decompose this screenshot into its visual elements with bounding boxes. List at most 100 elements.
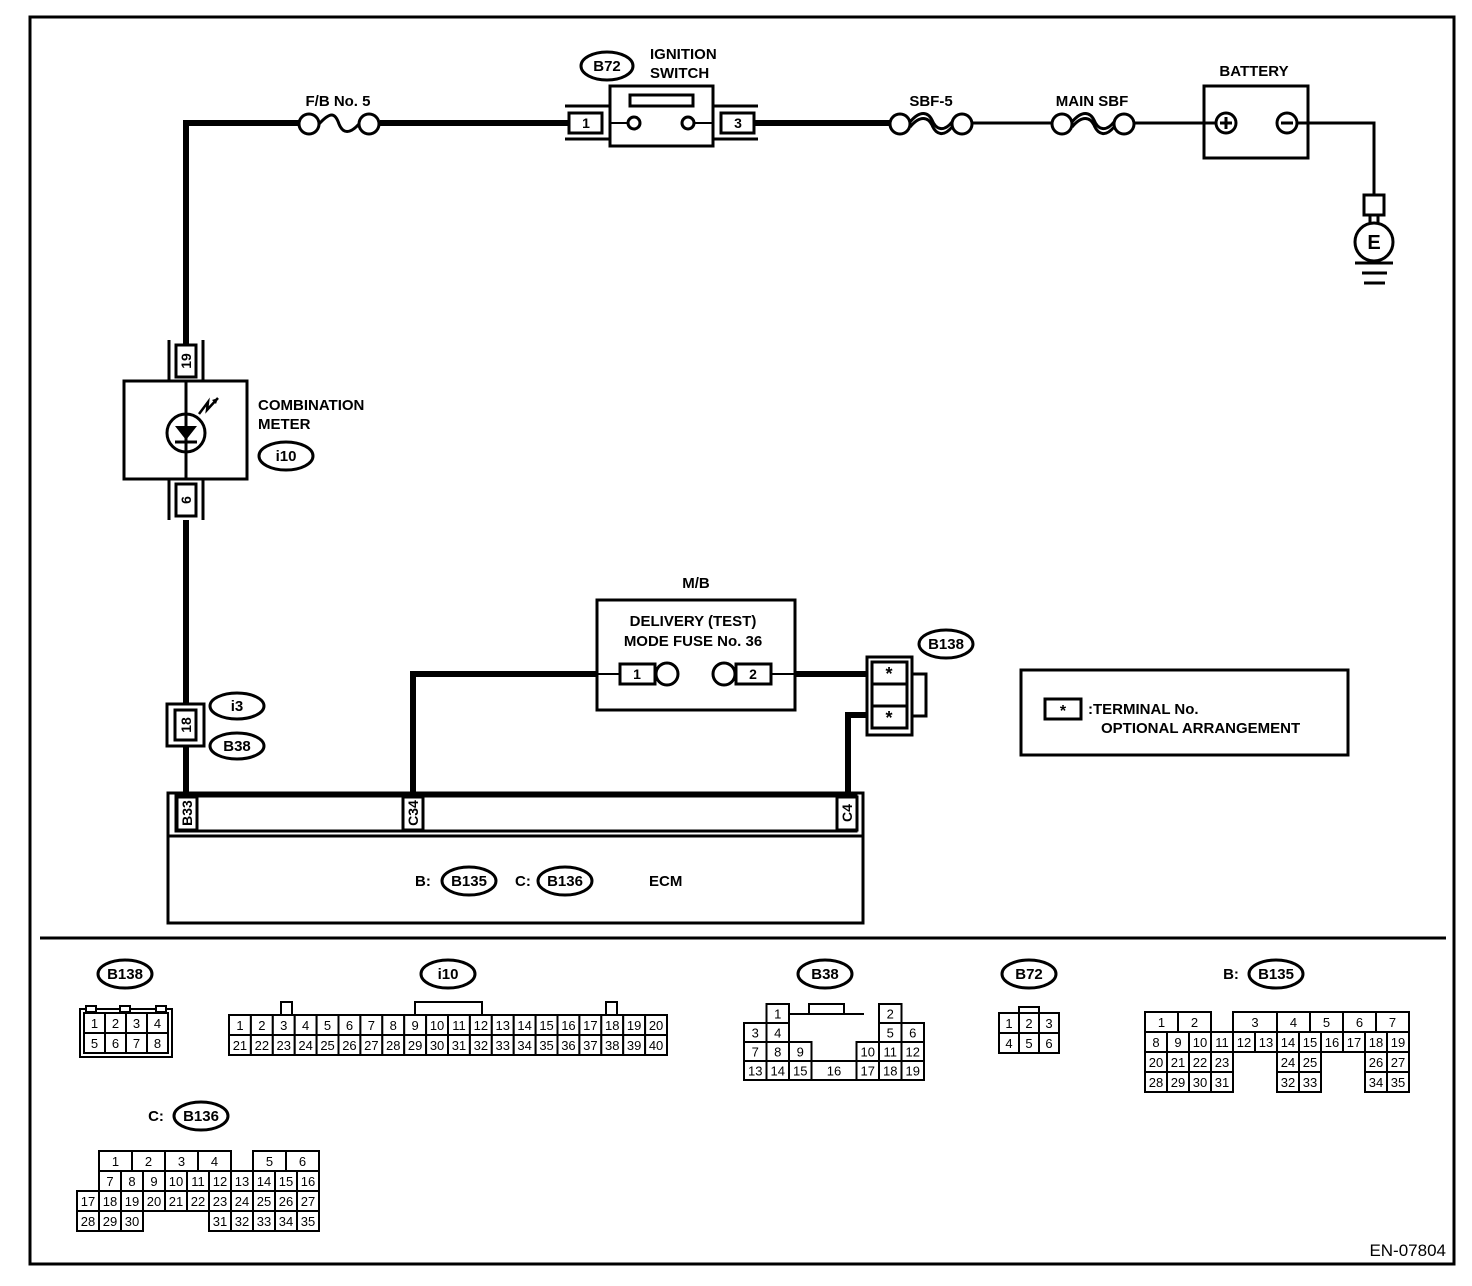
pin-number: 4 xyxy=(154,1016,161,1031)
legend-text: :TERMINAL No. xyxy=(1088,701,1199,718)
pin-number: 21 xyxy=(1171,1055,1185,1070)
connector-id: B138 xyxy=(928,636,964,653)
pin-number: 14 xyxy=(771,1064,785,1079)
pin-number: 18 xyxy=(605,1018,619,1033)
pin-number: 1 xyxy=(1158,1015,1165,1030)
connector-id: i10 xyxy=(276,448,297,465)
pin-cell xyxy=(146,1032,169,1054)
pin-number: 16 xyxy=(561,1018,575,1033)
pin-number: 13 xyxy=(1259,1035,1273,1050)
pin-number: 29 xyxy=(103,1214,117,1229)
pin-cell xyxy=(296,1210,320,1232)
pin-number: 25 xyxy=(1303,1055,1317,1070)
legend: * :TERMINAL No. OPTIONAL ARRANGEMENT xyxy=(1019,668,1350,757)
main-fuse-box: M/B DELIVERY (TEST) MODE FUSE No. 36 1 2 xyxy=(595,575,797,712)
pin-number: 35 xyxy=(1391,1075,1405,1090)
pin-number: 31 xyxy=(452,1038,466,1053)
ecm-connector-strip xyxy=(174,794,858,833)
pin-number: 22 xyxy=(1193,1055,1207,1070)
pin-number: 11 xyxy=(452,1018,466,1033)
pin-number: 9 xyxy=(412,1018,419,1033)
pin-number: 38 xyxy=(605,1038,619,1053)
pin-number: 17 xyxy=(583,1018,597,1033)
pin-number: 39 xyxy=(627,1038,641,1053)
pin-number: 5 xyxy=(266,1154,273,1169)
pin-box xyxy=(567,111,604,135)
pin-number: 16 xyxy=(301,1174,315,1189)
connector-badge xyxy=(1247,958,1305,990)
wire-battery-to-ground xyxy=(1298,121,1376,196)
wire-meter-to-fb5 xyxy=(183,120,300,345)
pin-number: 34 xyxy=(1369,1075,1383,1090)
fuse-icon xyxy=(908,112,954,130)
pin-number: 5 xyxy=(1025,1036,1032,1051)
pin-number: 3 xyxy=(734,115,742,131)
connector-badge xyxy=(440,865,498,897)
pin-number: 37 xyxy=(583,1038,597,1053)
pin-number: 23 xyxy=(277,1038,291,1053)
pin-number: 34 xyxy=(279,1214,293,1229)
wire-b138-to-ecm xyxy=(845,712,870,796)
pin-number: 16 xyxy=(1325,1035,1339,1050)
connector-badge xyxy=(172,1100,230,1132)
pin-box xyxy=(719,111,756,135)
connector-badge xyxy=(419,958,477,990)
pin-cell xyxy=(644,1034,668,1056)
pin-number: 6 xyxy=(346,1018,353,1033)
mb-body xyxy=(595,598,797,712)
pin-box xyxy=(174,482,198,518)
fuse-main-sbf: MAIN SBF xyxy=(1050,93,1136,136)
ecm-pin: C34 xyxy=(405,800,421,826)
pin-number: 2 xyxy=(1191,1015,1198,1030)
pin-number: 18 xyxy=(103,1194,117,1209)
pin-number: 15 xyxy=(793,1064,807,1079)
pin-number: 27 xyxy=(364,1038,378,1053)
fuse-sbf5: SBF-5 xyxy=(888,93,974,136)
pin-number: 33 xyxy=(496,1038,510,1053)
pin-number: 6 xyxy=(1356,1015,1363,1030)
pin-number: 32 xyxy=(1281,1075,1295,1090)
pin-number: 14 xyxy=(1281,1035,1295,1050)
diagram-code: EN-07804 xyxy=(1369,1241,1446,1260)
mb-label: M/B xyxy=(682,575,710,592)
pin-number: 3 xyxy=(280,1018,287,1033)
connector-prefix: B: xyxy=(1223,966,1239,983)
pin-number: 24 xyxy=(298,1038,312,1053)
ecm-pin: C4 xyxy=(839,804,855,822)
battery-label: BATTERY xyxy=(1219,63,1288,80)
legend-symbol: * xyxy=(1060,703,1067,720)
pin-number: 12 xyxy=(213,1174,227,1189)
pin-number: 18 xyxy=(178,717,194,733)
connector-badge xyxy=(1000,958,1058,990)
pin-number: 15 xyxy=(539,1018,553,1033)
pin-number: 9 xyxy=(150,1174,157,1189)
legend-symbol-box xyxy=(1043,697,1083,721)
connector-id: B72 xyxy=(1015,966,1043,983)
pin-number: 7 xyxy=(106,1174,113,1189)
pin-number: 35 xyxy=(539,1038,553,1053)
component-label: IGNITION xyxy=(650,46,717,63)
pin-number: 5 xyxy=(324,1018,331,1033)
ecm: B33 C34 C4 B: B135 C: B136 ECM xyxy=(166,791,865,925)
pin-number: 13 xyxy=(748,1064,762,1079)
pin-number: 18 xyxy=(1369,1035,1383,1050)
pin-number: 4 xyxy=(302,1018,309,1033)
pin-number: 26 xyxy=(1369,1055,1383,1070)
pin-number: 3 xyxy=(1045,1016,1052,1031)
pin-number: 28 xyxy=(386,1038,400,1053)
fuse-label: MODE FUSE No. 36 xyxy=(624,633,762,650)
wire-ecm-to-mb xyxy=(410,671,598,796)
ignition-switch: B72 IGNITION SWITCH 1 3 xyxy=(565,46,758,148)
pin-number: 20 xyxy=(147,1194,161,1209)
ecm-prefix: C: xyxy=(515,873,531,890)
pin-box xyxy=(173,708,198,742)
connector-id: B136 xyxy=(547,873,583,890)
pin-number: 21 xyxy=(233,1038,247,1053)
pin-number: 4 xyxy=(211,1154,218,1169)
pin-number: 8 xyxy=(128,1174,135,1189)
pin-number: 15 xyxy=(279,1174,293,1189)
connector-badge xyxy=(796,958,854,990)
pin-box xyxy=(174,343,198,379)
pin-number: 22 xyxy=(255,1038,269,1053)
